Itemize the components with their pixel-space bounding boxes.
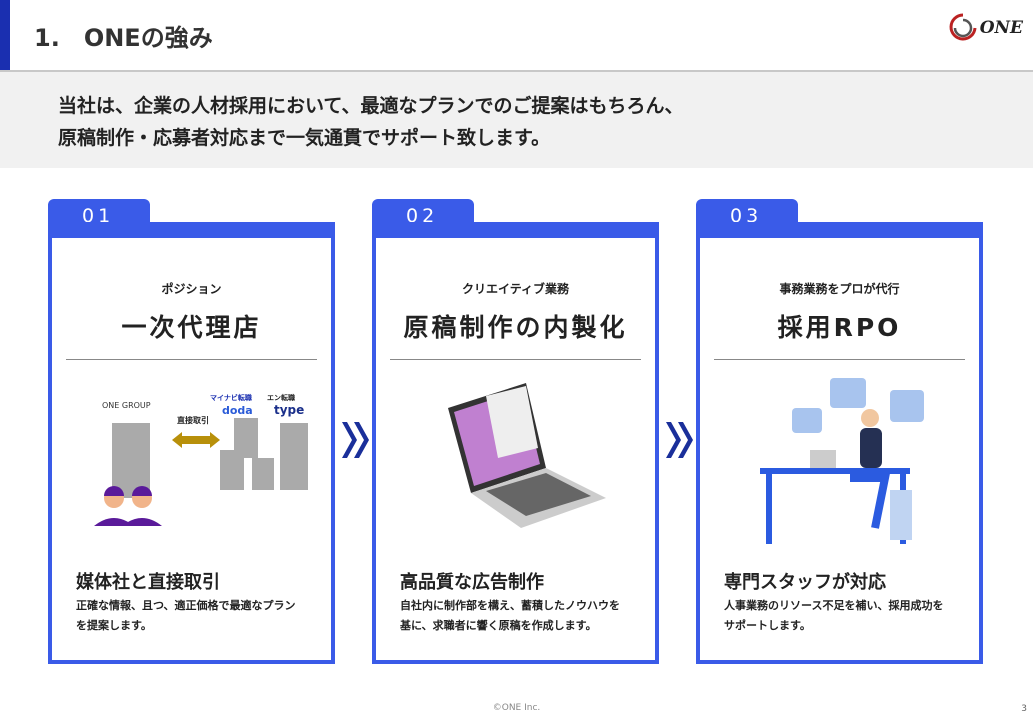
desc-line: 正確な情報、且つ、適正価格で最適なプラン — [76, 599, 296, 612]
card-description: 自社内に制作部を構え、蓄積したノウハウを基に、求職者に響く原稿を作成します。 — [400, 596, 650, 636]
lead-banner: 当社は、企業の人材採用において、最適なプランでのご提案はもちろん、 原稿制作・応… — [0, 72, 1033, 168]
one-group-label: ONE GROUP — [102, 401, 151, 410]
desc-line: 人事業務のリソース不足を補い、採用成功を — [724, 599, 944, 612]
staff-people-icon — [94, 486, 162, 526]
logo-swirl-icon — [949, 13, 977, 41]
card-title: 一次代理店 — [121, 313, 262, 342]
lead-line-1: 当社は、企業の人材採用において、最適なプランでのご提案はもちろん、 — [58, 95, 684, 117]
copyright: ©ONE Inc. — [492, 703, 541, 713]
media-doda: doda — [222, 404, 253, 417]
company-logo: ONE — [949, 12, 1023, 44]
card-heading: 高品質な広告制作 — [400, 572, 544, 593]
card-heading: 媒体社と直接取引 — [76, 572, 220, 593]
two-way-arrow-icon — [172, 432, 220, 448]
card-rpo: 03 事務業務をプロが代行 採用RPO 専門スタッフが対応 人事業務のリソース不… — [696, 199, 983, 664]
header-accent-bar — [0, 0, 10, 70]
page-title: 1. ONEの強み — [34, 24, 213, 52]
laptop-illustration — [386, 378, 646, 548]
card-subtitle: 事務業務をプロが代行 — [779, 282, 900, 296]
card-body: ポジション 一次代理店 ONE GROUP 直接取引 マイナビ転職 エン転職 d… — [48, 222, 335, 664]
direct-deal-label: 直接取引 — [177, 415, 209, 425]
chevron-right-icon — [342, 422, 369, 458]
card-agency: 01 ポジション 一次代理店 ONE GROUP 直接取引 マイナビ転職 エン転… — [48, 199, 335, 664]
one-building-icon — [112, 423, 150, 498]
card-body: クリエイティブ業務 原稿制作の内製化 高品質な広告制作 自社内に制作部を構え、蓄… — [372, 222, 659, 664]
card-divider — [390, 359, 641, 360]
media-en: エン転職 — [267, 393, 295, 402]
card-heading: 専門スタッフが対応 — [724, 572, 886, 593]
card-subtitle: クリエイティブ業務 — [461, 282, 570, 296]
card-divider — [66, 359, 317, 360]
desc-line: 自社内に制作部を構え、蓄積したノウハウを — [400, 599, 620, 612]
card-description: 正確な情報、且つ、適正価格で最適なプランを提案します。 — [76, 596, 326, 636]
card-title: 採用RPO — [777, 313, 902, 342]
page-number: 3 — [1021, 704, 1027, 714]
chevron-right-icon — [666, 422, 693, 458]
media-mynavi: マイナビ転職 — [210, 393, 252, 402]
card-title: 原稿制作の内製化 — [403, 313, 628, 342]
card-description: 人事業務のリソース不足を補い、採用成功をサポートします。 — [724, 596, 974, 636]
media-type: type — [274, 403, 304, 417]
office-worker-illustration — [710, 378, 970, 548]
card-creative: 02 クリエイティブ業務 原稿制作の内製化 高品質な広告制作 自社内に制作部を構… — [372, 199, 659, 664]
card-subtitle: ポジション — [161, 282, 222, 296]
agency-illustration: ONE GROUP 直接取引 マイナビ転職 エン転職 doda type — [62, 378, 322, 548]
lead-line-2: 原稿制作・応募者対応まで一気通貫でサポート致します。 — [58, 127, 551, 149]
desc-line: 基に、求職者に響く原稿を作成します。 — [400, 619, 597, 632]
logo-text: ONE — [979, 18, 1023, 38]
desc-line: サポートします。 — [724, 619, 811, 632]
card-divider — [714, 359, 965, 360]
card-body: 事務業務をプロが代行 採用RPO 専門スタッフが対応 人事業務のリソース不足を補… — [696, 222, 983, 664]
media-buildings-icon — [220, 418, 308, 490]
header-divider — [0, 70, 1033, 72]
desc-line: を提案します。 — [76, 619, 152, 632]
